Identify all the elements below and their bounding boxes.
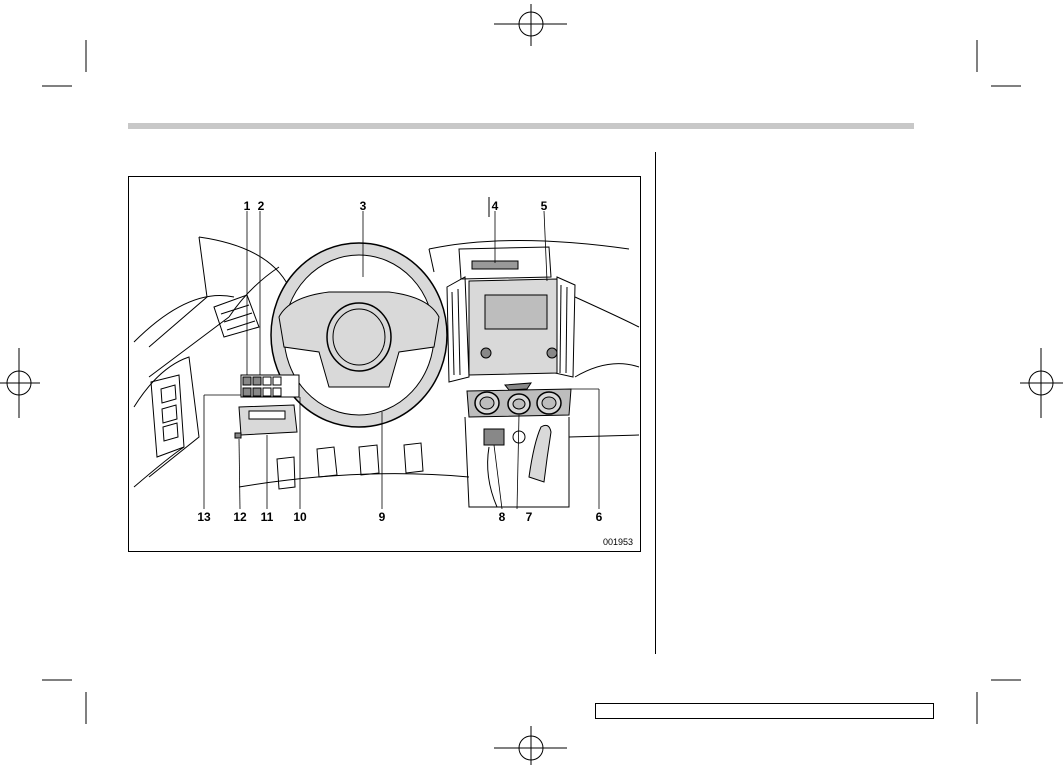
callout-7: 7 — [526, 510, 533, 524]
dashboard-illustration: 1 2 3 4 5 6 7 8 9 10 11 12 13 001953 — [133, 197, 640, 547]
callout-4: 4 — [492, 199, 499, 213]
callout-5: 5 — [541, 199, 548, 213]
callout-9: 9 — [379, 510, 386, 524]
callout-12: 12 — [233, 510, 247, 524]
footer-box — [595, 703, 934, 719]
callout-10: 10 — [293, 510, 307, 524]
header-rule — [128, 123, 914, 129]
figure-id: 001953 — [603, 537, 633, 547]
column-divider — [655, 152, 656, 654]
figure-frame: 1 2 3 4 5 6 7 8 9 10 11 12 13 001953 — [128, 176, 641, 552]
callout-11: 11 — [261, 510, 274, 524]
callout-6: 6 — [596, 510, 603, 524]
callout-3: 3 — [360, 199, 367, 213]
callout-1: 1 — [244, 199, 251, 213]
callout-8: 8 — [499, 510, 506, 524]
callout-2: 2 — [258, 199, 265, 213]
callout-13: 13 — [197, 510, 211, 524]
